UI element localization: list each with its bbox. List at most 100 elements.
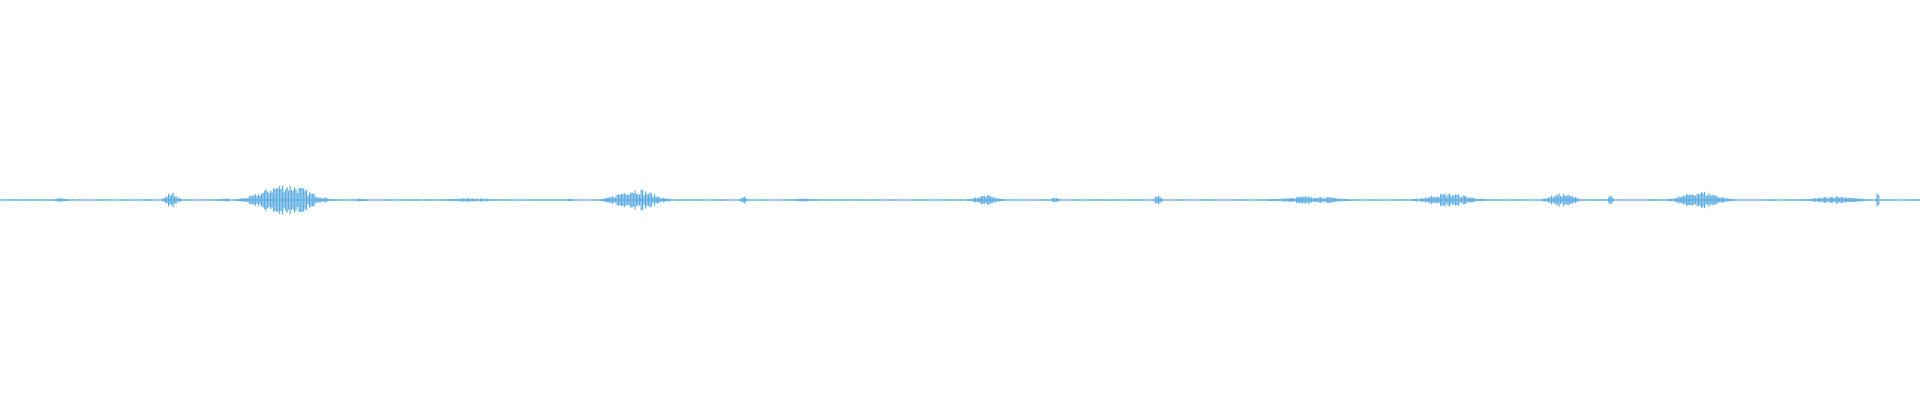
- waveform-sample: [1038, 199, 1040, 201]
- waveform-sample: [1372, 199, 1374, 201]
- waveform-sample: [145, 199, 147, 201]
- waveform-sample: [1552, 197, 1554, 203]
- waveform-sample: [648, 194, 650, 206]
- waveform-sample: [628, 194, 630, 206]
- waveform-sample: [1546, 198, 1548, 202]
- waveform-sample: [661, 198, 663, 202]
- waveform-sample: [1464, 195, 1466, 205]
- waveform-sample: [447, 199, 449, 201]
- waveform-sample: [165, 196, 167, 204]
- waveform-sample: [364, 198, 366, 201]
- waveform-sample: [1428, 197, 1430, 203]
- waveform-sample: [1911, 199, 1913, 201]
- waveform-sample: [985, 197, 987, 203]
- waveform-sample: [643, 195, 645, 205]
- waveform-sample: [1858, 198, 1860, 202]
- waveform-sample: [1870, 199, 1872, 201]
- waveform-sample: [1071, 199, 1073, 201]
- waveform-sample: [510, 199, 512, 201]
- waveform-sample: [1582, 199, 1584, 201]
- waveform-sample: [1314, 198, 1316, 202]
- waveform-sample: [1315, 198, 1317, 202]
- waveform-sample: [1857, 198, 1859, 202]
- waveform-sample: [1276, 198, 1278, 202]
- waveform-sample: [988, 195, 990, 205]
- waveform-sample: [1621, 199, 1623, 201]
- waveform-sample: [1830, 197, 1832, 203]
- waveform-sample: [1894, 199, 1896, 201]
- waveform-sample: [37, 199, 39, 201]
- waveform-sample: [1239, 199, 1241, 201]
- waveform-sample: [978, 197, 980, 203]
- waveform-sample: [435, 199, 437, 201]
- waveform-sample: [642, 189, 644, 211]
- waveform-sample: [816, 199, 818, 201]
- waveform-sample: [220, 199, 222, 201]
- waveform-sample: [1414, 198, 1416, 202]
- waveform-sample: [1713, 195, 1715, 205]
- waveform-sample: [1398, 199, 1400, 201]
- waveform-sample: [721, 199, 723, 201]
- waveform-sample: [633, 193, 635, 207]
- waveform-sample: [124, 199, 126, 201]
- waveform-sample: [879, 199, 881, 201]
- waveform-sample: [1000, 199, 1002, 202]
- waveform-sample: [316, 197, 318, 203]
- waveform-sample: [804, 199, 806, 202]
- waveform-sample: [1255, 199, 1257, 201]
- waveform-sample: [1803, 199, 1805, 201]
- waveform-sample: [442, 199, 444, 201]
- waveform-sample: [916, 199, 918, 201]
- waveform-sample: [795, 199, 797, 201]
- waveform-sample: [354, 199, 356, 201]
- waveform-sample: [1180, 199, 1182, 201]
- waveform-sample: [1213, 199, 1215, 201]
- waveform-sample: [181, 199, 183, 201]
- waveform-sample: [1237, 199, 1239, 201]
- waveform-sample: [444, 199, 446, 201]
- waveform-sample: [63, 199, 65, 201]
- waveform-sample: [705, 199, 707, 201]
- waveform-sample: [466, 198, 468, 202]
- waveform-sample: [1900, 199, 1902, 201]
- waveform-sample: [1516, 199, 1518, 201]
- waveform-sample: [1650, 199, 1652, 201]
- waveform-sample: [1683, 195, 1685, 205]
- waveform-sample: [307, 195, 309, 205]
- waveform-sample: [1855, 198, 1857, 202]
- waveform-sample: [1498, 199, 1500, 201]
- waveform-sample: [1308, 196, 1310, 204]
- waveform-sample: [1792, 199, 1794, 201]
- waveform-sample: [1618, 199, 1620, 201]
- waveform-sample: [1810, 199, 1812, 201]
- waveform-sample: [1494, 199, 1496, 201]
- waveform-sample: [1540, 199, 1542, 201]
- waveform-sample: [802, 198, 804, 202]
- waveform-sample: [660, 198, 662, 202]
- waveform-sample: [600, 199, 602, 201]
- waveform-sample: [1864, 199, 1866, 202]
- waveform-sample: [828, 199, 830, 201]
- waveform-sample: [969, 198, 971, 202]
- waveform-sample: [390, 199, 392, 201]
- waveform-sample: [1321, 198, 1323, 202]
- waveform-sample: [1312, 198, 1314, 202]
- waveform-sample: [72, 199, 74, 201]
- waveform-sample: [1918, 199, 1920, 201]
- waveform-sample: [234, 199, 236, 201]
- waveform-sample: [1842, 197, 1844, 204]
- waveform-sample: [1557, 195, 1559, 205]
- waveform-sample: [1357, 199, 1359, 201]
- waveform-sample: [244, 198, 246, 202]
- waveform-sample: [1453, 195, 1455, 205]
- waveform-sample: [498, 199, 500, 201]
- waveform-sample: [552, 199, 554, 201]
- waveform-sample: [1492, 199, 1494, 201]
- waveform-sample: [1674, 198, 1676, 202]
- waveform-sample: [1681, 196, 1683, 204]
- waveform-sample: [781, 199, 783, 201]
- waveform-sample: [292, 190, 294, 210]
- waveform-sample: [1183, 199, 1185, 201]
- waveform-sample: [624, 193, 626, 207]
